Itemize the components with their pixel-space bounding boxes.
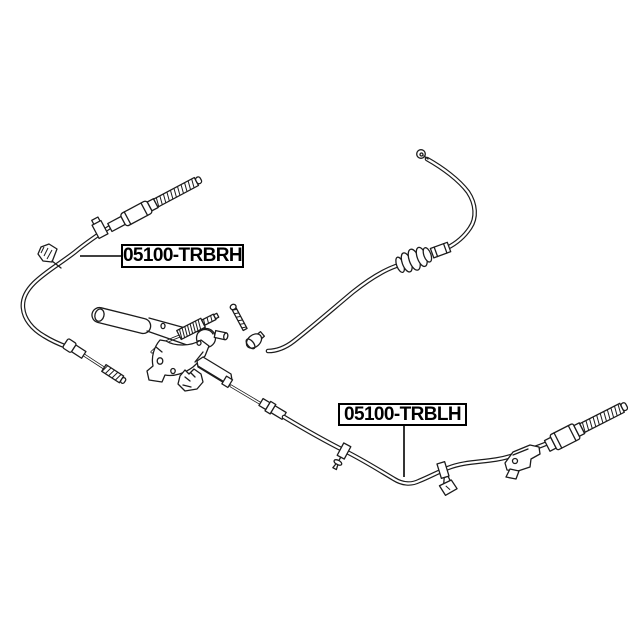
rh-hook-bracket: [37, 243, 62, 269]
lh-cable-bracket: [504, 444, 541, 480]
rh-threaded-end: [107, 176, 203, 233]
lever-spring-rod: [176, 312, 220, 341]
lh-cable-clamp-pin: [332, 442, 352, 471]
lever-bracket: [146, 339, 210, 383]
lever-grip: [91, 306, 152, 335]
rh-cable-clamp: [91, 216, 109, 240]
brake-lever-drawing: [91, 306, 229, 383]
equalizer-drawing: [177, 356, 234, 392]
lh-cable-drawing: [229, 384, 629, 497]
rh-front-end: [62, 338, 127, 384]
lh-threaded-end: [543, 402, 629, 452]
part-label-trbrh[interactable]: 05100-TRBRH: [121, 244, 244, 268]
rh-cable-drawing: [20, 176, 203, 384]
part-label-trblh[interactable]: 05100-TRBLH: [338, 403, 467, 426]
front-cable-barrel-end: [245, 330, 266, 350]
front-cable-drawing: [229, 149, 477, 354]
lh-cable-clamp-strap: [436, 461, 458, 497]
front-cable-grommet: [395, 241, 452, 274]
front-cable-eye-end: [416, 149, 429, 160]
front-cable-threaded-tip: [229, 303, 248, 332]
